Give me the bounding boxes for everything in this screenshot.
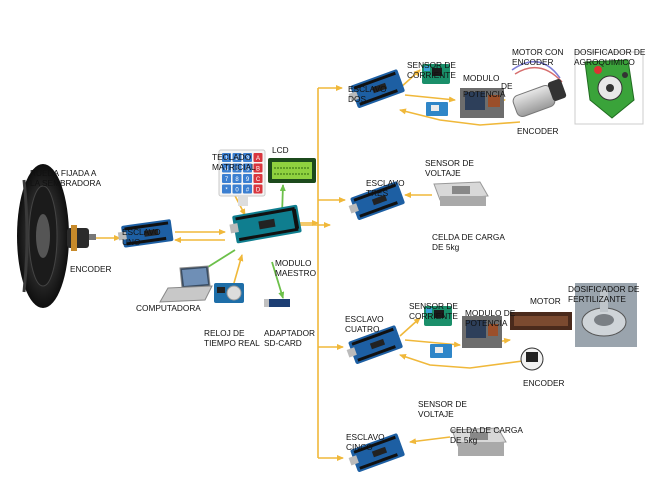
keypad-key <box>232 153 242 162</box>
sd-adapter-image <box>264 299 290 307</box>
keypad-key <box>243 163 252 173</box>
label-computadora: COMPUTADORA <box>136 303 201 313</box>
keypad-key <box>253 163 263 173</box>
keypad-key-label: 4 <box>225 166 229 172</box>
keypad-key-label: 3 <box>246 156 250 162</box>
keypad-key <box>222 153 231 162</box>
wheel-encoder-image <box>67 225 96 251</box>
keypad-key-label: D <box>256 187 261 193</box>
keypad-key <box>232 174 242 183</box>
voltage-sensor-1-image <box>426 102 448 116</box>
keypad-key-label: 8 <box>235 177 239 183</box>
lcd-image <box>268 158 316 183</box>
keypad-key-label: 1 <box>225 156 229 162</box>
keypad-key-label: 2 <box>235 156 239 162</box>
motor-image <box>510 312 572 330</box>
keypad-key <box>222 174 231 183</box>
keypad-key <box>243 184 252 194</box>
keypad-key-label: # <box>246 187 250 193</box>
label-encoder-wheel: ENCODER <box>70 264 112 274</box>
current-sensor-2-image <box>424 306 452 326</box>
label-encoder-2: ENCODER <box>517 126 559 136</box>
fertilizer-dispenser-image <box>575 283 637 347</box>
power-module-2-image <box>462 316 502 348</box>
keypad-key-label: * <box>225 187 228 193</box>
keypad-key <box>253 153 263 162</box>
board-esclavo-uno <box>117 219 174 248</box>
agrochemical-dispenser-image <box>574 51 644 125</box>
laptop-image <box>159 265 213 303</box>
label-lcd: LCD <box>272 145 289 155</box>
keypad-key <box>243 174 252 183</box>
load-cell-2-image <box>451 427 507 456</box>
label-motor: MOTOR <box>530 296 561 306</box>
keypad-key-label: B <box>256 166 260 172</box>
keypad-key <box>222 184 231 194</box>
voltage-sensor-2-image <box>430 344 452 358</box>
board-maestro <box>229 204 302 244</box>
current-sensor-1-image <box>422 64 450 84</box>
encoder-4-image <box>520 347 544 371</box>
board-esclavo-cuatro <box>346 325 403 364</box>
keypad-key <box>232 163 242 173</box>
keypad-key <box>232 184 242 194</box>
board-esclavo-cinco <box>348 433 405 472</box>
keypad-key-label: 6 <box>246 166 250 172</box>
keypad-key-label: 9 <box>246 177 250 183</box>
board-esclavo-tres <box>348 181 405 220</box>
keypad-key <box>253 184 263 194</box>
rtc-module-image <box>214 283 244 303</box>
keypad-key <box>243 153 252 162</box>
keypad-key-label: 7 <box>225 177 229 183</box>
motor-encoder-image <box>511 61 567 117</box>
load-cell-1-image <box>433 181 489 206</box>
keypad-key-label: A <box>256 156 260 162</box>
label-encoder-4: ENCODER <box>523 378 565 388</box>
keypad-key-label: C <box>256 177 261 183</box>
keypad-key-label: 5 <box>235 166 239 172</box>
keypad-key <box>253 174 263 183</box>
keypad-key-label: 0 <box>235 187 239 193</box>
wheel-image <box>17 164 69 308</box>
board-esclavo-dos <box>348 69 405 108</box>
keypad-key <box>222 163 231 173</box>
power-module-1-image <box>460 88 504 118</box>
